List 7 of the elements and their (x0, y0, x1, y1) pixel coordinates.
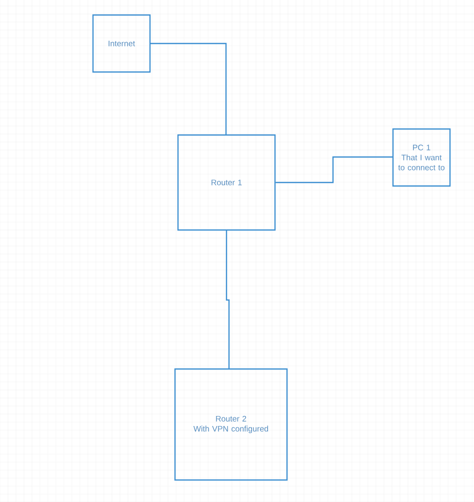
connector-line (150, 42, 227, 135)
connector-line (276, 156, 393, 184)
device-box: Router 2 With VPN configured (174, 368, 288, 481)
device-box: Internet (92, 14, 151, 73)
device-box: PC 1 That I want to connect to (392, 128, 451, 187)
device-box: Router 1 (177, 134, 276, 231)
connector-line (226, 230, 230, 369)
